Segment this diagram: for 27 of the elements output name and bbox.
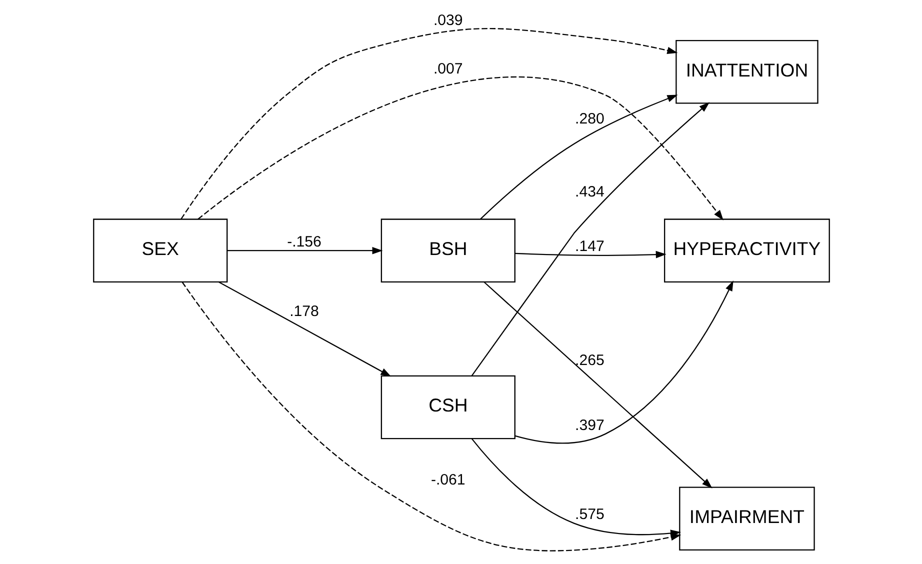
edge-label: -.061 [430, 471, 465, 488]
edge-label: .397 [574, 416, 604, 434]
node-box: HYPERACTIVITY [664, 218, 830, 282]
arrow [470, 438, 681, 537]
edge-label: .007 [432, 60, 462, 78]
edge-label: .434 [574, 184, 604, 201]
arrow [180, 28, 678, 220]
arrow [226, 246, 382, 254]
edge-label: .039 [432, 12, 462, 29]
arrow [483, 282, 712, 488]
node-box: BSH [380, 218, 515, 282]
node-box: CSH [380, 375, 515, 440]
edge-label: .265 [574, 352, 604, 369]
arrow [197, 76, 723, 220]
arrow [514, 250, 666, 258]
node-box: INATTENTION [675, 40, 818, 104]
edge-label: .147 [574, 238, 604, 256]
arrow [218, 282, 391, 377]
edge-label: .178 [289, 303, 318, 320]
node-box: SEX [92, 218, 228, 282]
arrow [514, 280, 733, 444]
edge-label: -.156 [286, 233, 321, 250]
node-box: IMPAIRMENT [678, 486, 814, 551]
arrow [470, 102, 710, 376]
edge-label: .280 [574, 110, 604, 128]
arrow [480, 94, 678, 220]
edge-label: .575 [574, 506, 604, 524]
